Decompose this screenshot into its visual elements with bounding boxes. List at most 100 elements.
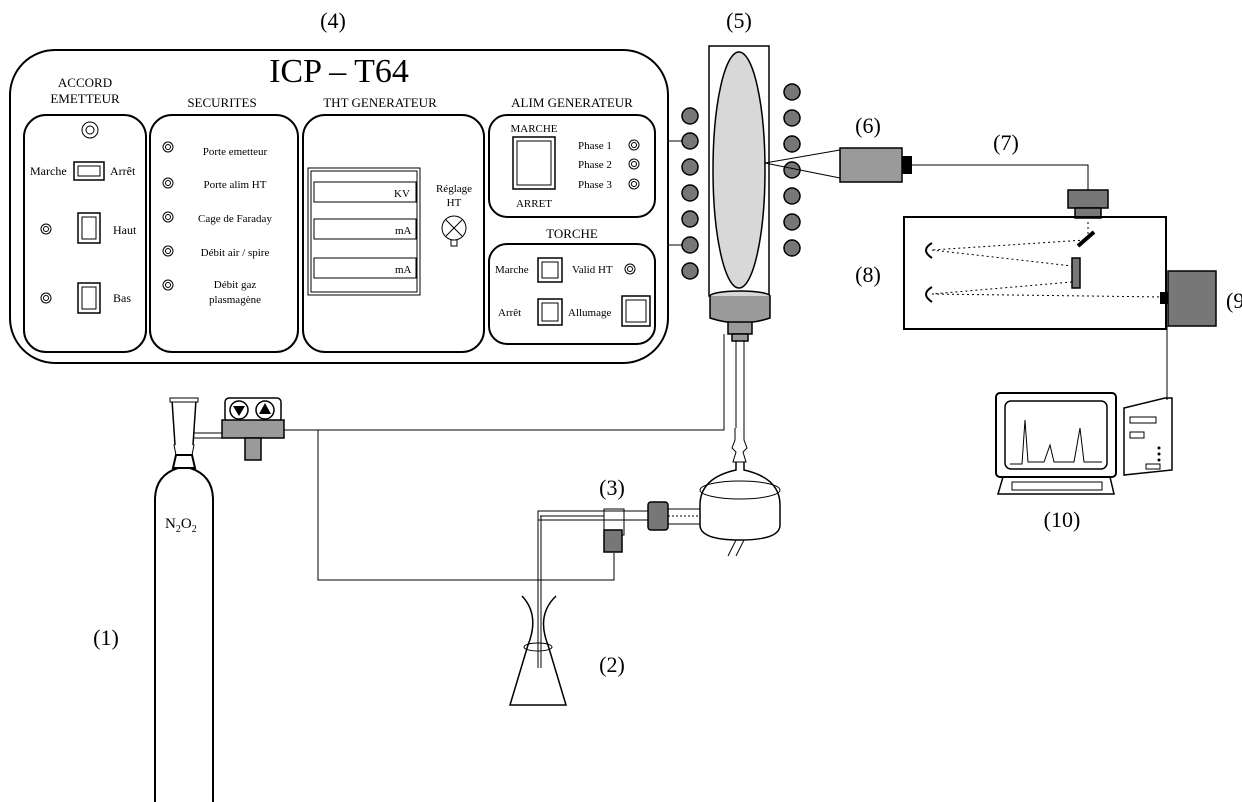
label-8: (8)	[855, 262, 881, 287]
label-6: (6)	[855, 113, 881, 138]
gas-label: N2O2	[165, 516, 197, 535]
valid-ht-label: Valid HT	[572, 264, 613, 276]
securite-porte-alim: Porte alim HT	[204, 179, 267, 191]
reglage-ht-knob-icon[interactable]	[441, 215, 467, 247]
coil-right	[783, 83, 801, 257]
pressure-regulator	[221, 397, 285, 461]
kv-display	[313, 181, 417, 203]
alim-generateur-panel: ALIM GENERATEUR MARCHE ARRET Phase 1 Pha…	[488, 95, 656, 218]
haut-button[interactable]	[77, 212, 101, 244]
sample-flask: (2)	[508, 595, 625, 706]
allumage-label: Allumage	[568, 307, 611, 319]
securites-title: SECURITES	[187, 95, 256, 110]
cylinder-valve	[171, 399, 197, 446]
torche-arret-label: Arrêt	[498, 307, 521, 319]
accord-arret-label: Arrêt	[110, 164, 136, 178]
pressure-gauge-left-icon	[229, 400, 249, 420]
accord-title-1: ACCORD	[58, 75, 112, 90]
coil-left	[681, 107, 699, 280]
reglage-label-2: HT	[447, 197, 462, 209]
spectrum-trace	[1010, 419, 1102, 465]
pressure-gauge-right-icon	[255, 400, 275, 420]
spectrometer: (8) (9)	[855, 189, 1242, 400]
label-2: (2)	[599, 652, 625, 677]
kv-unit: KV	[394, 188, 410, 200]
nebulizer: (3)	[537, 428, 781, 668]
torche-panel: TORCHE Marche Valid HT Arrêt Allumage	[488, 226, 656, 345]
ma-unit-1: mA	[395, 225, 412, 237]
torche-title: TORCHE	[546, 226, 598, 241]
accord-indicator-icon	[81, 121, 99, 139]
securites-panel: SECURITES Porte emetteur Porte alim HT C…	[149, 95, 299, 353]
reglage-label-1: Réglage	[436, 183, 472, 195]
spectrometer-box	[903, 216, 1167, 330]
detector-box	[1167, 270, 1217, 327]
bas-indicator-icon	[40, 292, 52, 304]
label-7: (7)	[993, 130, 1019, 155]
securite-debit-air: Débit air / spire	[201, 247, 270, 259]
icp-console: (4) ICP – T64 ACCORD EMETTEUR Marche Arr…	[9, 8, 669, 364]
alim-arret-label: ARRET	[516, 198, 552, 210]
alim-title: ALIM GENERATEUR	[511, 95, 633, 110]
nebulizer-nozzle	[647, 501, 669, 531]
label-4: (4)	[320, 8, 346, 33]
tht-generateur-panel: THT GENERATEUR KV mA mA Réglage HT	[302, 95, 485, 353]
valid-ht-indicator-icon	[624, 263, 636, 275]
tht-title: THT GENERATEUR	[323, 95, 437, 110]
tht-meter-frame	[307, 167, 421, 296]
optical-collector: (6) (7)	[764, 113, 1089, 192]
gas-inlet	[603, 529, 623, 553]
entrance-mirror	[1076, 230, 1096, 248]
monitor-screen	[1004, 400, 1108, 470]
keyboard	[996, 476, 1115, 495]
label-5: (5)	[726, 8, 752, 33]
torche-box	[488, 243, 656, 345]
pc-tower	[1123, 397, 1173, 476]
phase-3-label: Phase 3	[578, 179, 612, 191]
alim-marche-arret-button[interactable]	[512, 136, 556, 190]
haut-indicator-icon	[40, 223, 52, 235]
accord-marche-label: Marche	[30, 164, 67, 178]
securites-box	[149, 114, 299, 353]
securite-cage-faraday: Cage de Faraday	[198, 213, 272, 225]
ma-unit-2: mA	[395, 264, 412, 276]
optical-fiber	[912, 164, 1089, 192]
lens-connector	[902, 156, 912, 174]
securite-plasmagene: plasmagène	[209, 294, 261, 306]
bas-label: Bas	[113, 291, 131, 305]
haut-label: Haut	[113, 223, 137, 237]
spray-chamber	[699, 462, 781, 541]
torche-marche-label: Marche	[495, 264, 529, 276]
label-1: (1)	[93, 625, 119, 650]
phase-1-label: Phase 1	[578, 140, 612, 152]
flask-body	[508, 595, 568, 706]
securite-debit-gaz: Débit gaz	[214, 279, 257, 291]
securite-porte-emetteur: Porte emetteur	[203, 146, 268, 158]
collection-lens	[839, 147, 903, 183]
mirror-top	[925, 242, 933, 259]
plasma-torch: (5)	[668, 8, 801, 428]
allumage-button[interactable]	[621, 295, 651, 327]
label-9: (9)	[1226, 288, 1242, 313]
computer: (10)	[995, 392, 1173, 532]
label-10: (10)	[1044, 507, 1081, 532]
grating	[1071, 257, 1081, 289]
alim-marche-label: MARCHE	[510, 123, 557, 135]
torch-base	[709, 296, 771, 324]
console-title: ICP – T64	[269, 53, 409, 90]
accord-emetteur-panel: ACCORD EMETTEUR Marche Arrêt Haut Bas	[23, 75, 147, 353]
tht-box	[302, 114, 485, 353]
securite-indicators	[162, 141, 174, 291]
bas-button[interactable]	[77, 282, 101, 314]
label-3: (3)	[599, 475, 625, 500]
phase-2-label: Phase 2	[578, 159, 612, 171]
mirror-bottom	[925, 286, 933, 303]
ma-display-1	[313, 218, 417, 240]
phase-indicators	[628, 139, 640, 190]
ma-display-2	[313, 257, 417, 279]
plasma-flame	[712, 51, 766, 289]
gas-cylinder: N2O2 (1)	[93, 397, 224, 802]
accord-title-2: EMETTEUR	[50, 91, 120, 106]
gas-lines	[284, 334, 725, 581]
